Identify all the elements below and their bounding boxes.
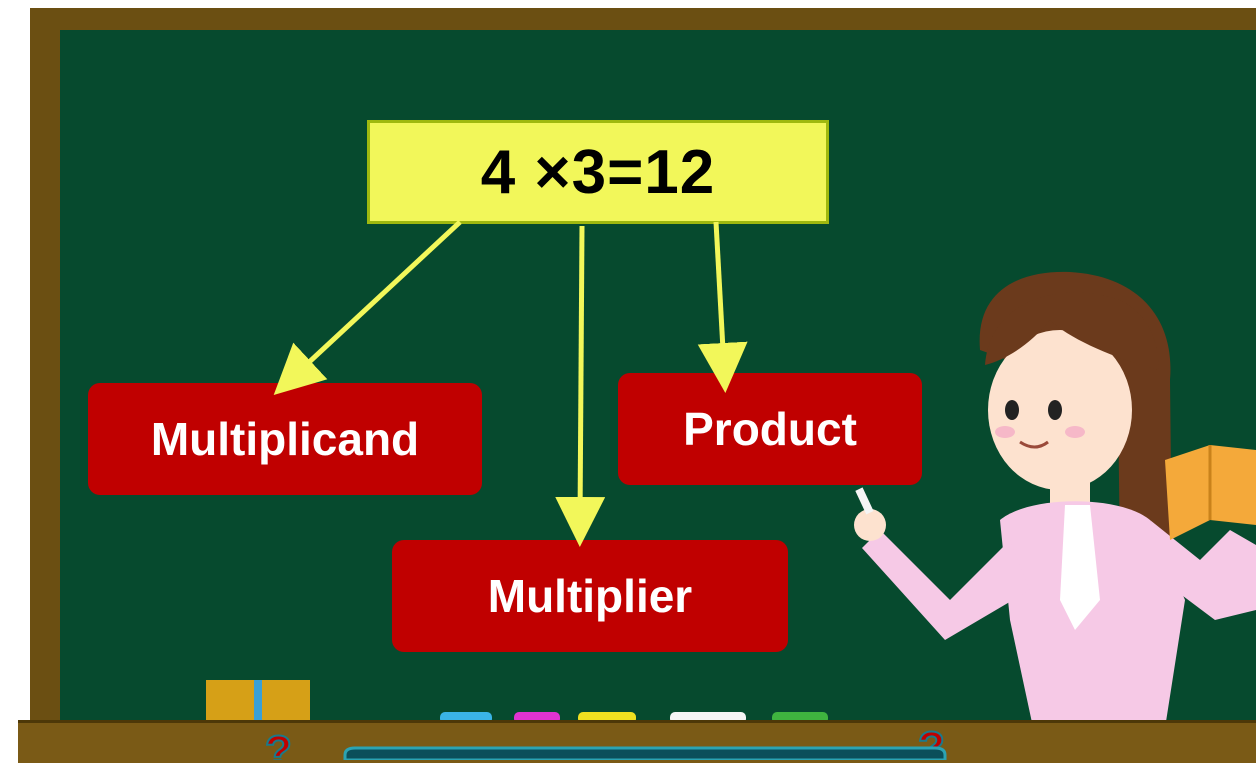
- multiplicand-box: Multiplicand: [88, 383, 482, 495]
- equation-box: 4 ×3=12: [367, 120, 829, 224]
- product-label: Product: [683, 403, 857, 455]
- product-box: Product: [618, 373, 922, 485]
- multiplicand-label: Multiplicand: [150, 413, 420, 465]
- teacher-illustration: [854, 271, 1256, 760]
- bottom-banner: [343, 746, 947, 760]
- multiplier-label: Multiplier: [487, 570, 693, 622]
- arrow-to-multiplicand: [273, 220, 462, 396]
- multiplier-box: Multiplier: [392, 540, 788, 652]
- arrow-to-product: [697, 221, 748, 393]
- arrow-to-multiplier: [555, 225, 606, 547]
- book-icon: [206, 680, 310, 722]
- svg-text:?: ?: [265, 727, 292, 760]
- equation-text: 4 ×3=12: [480, 137, 716, 207]
